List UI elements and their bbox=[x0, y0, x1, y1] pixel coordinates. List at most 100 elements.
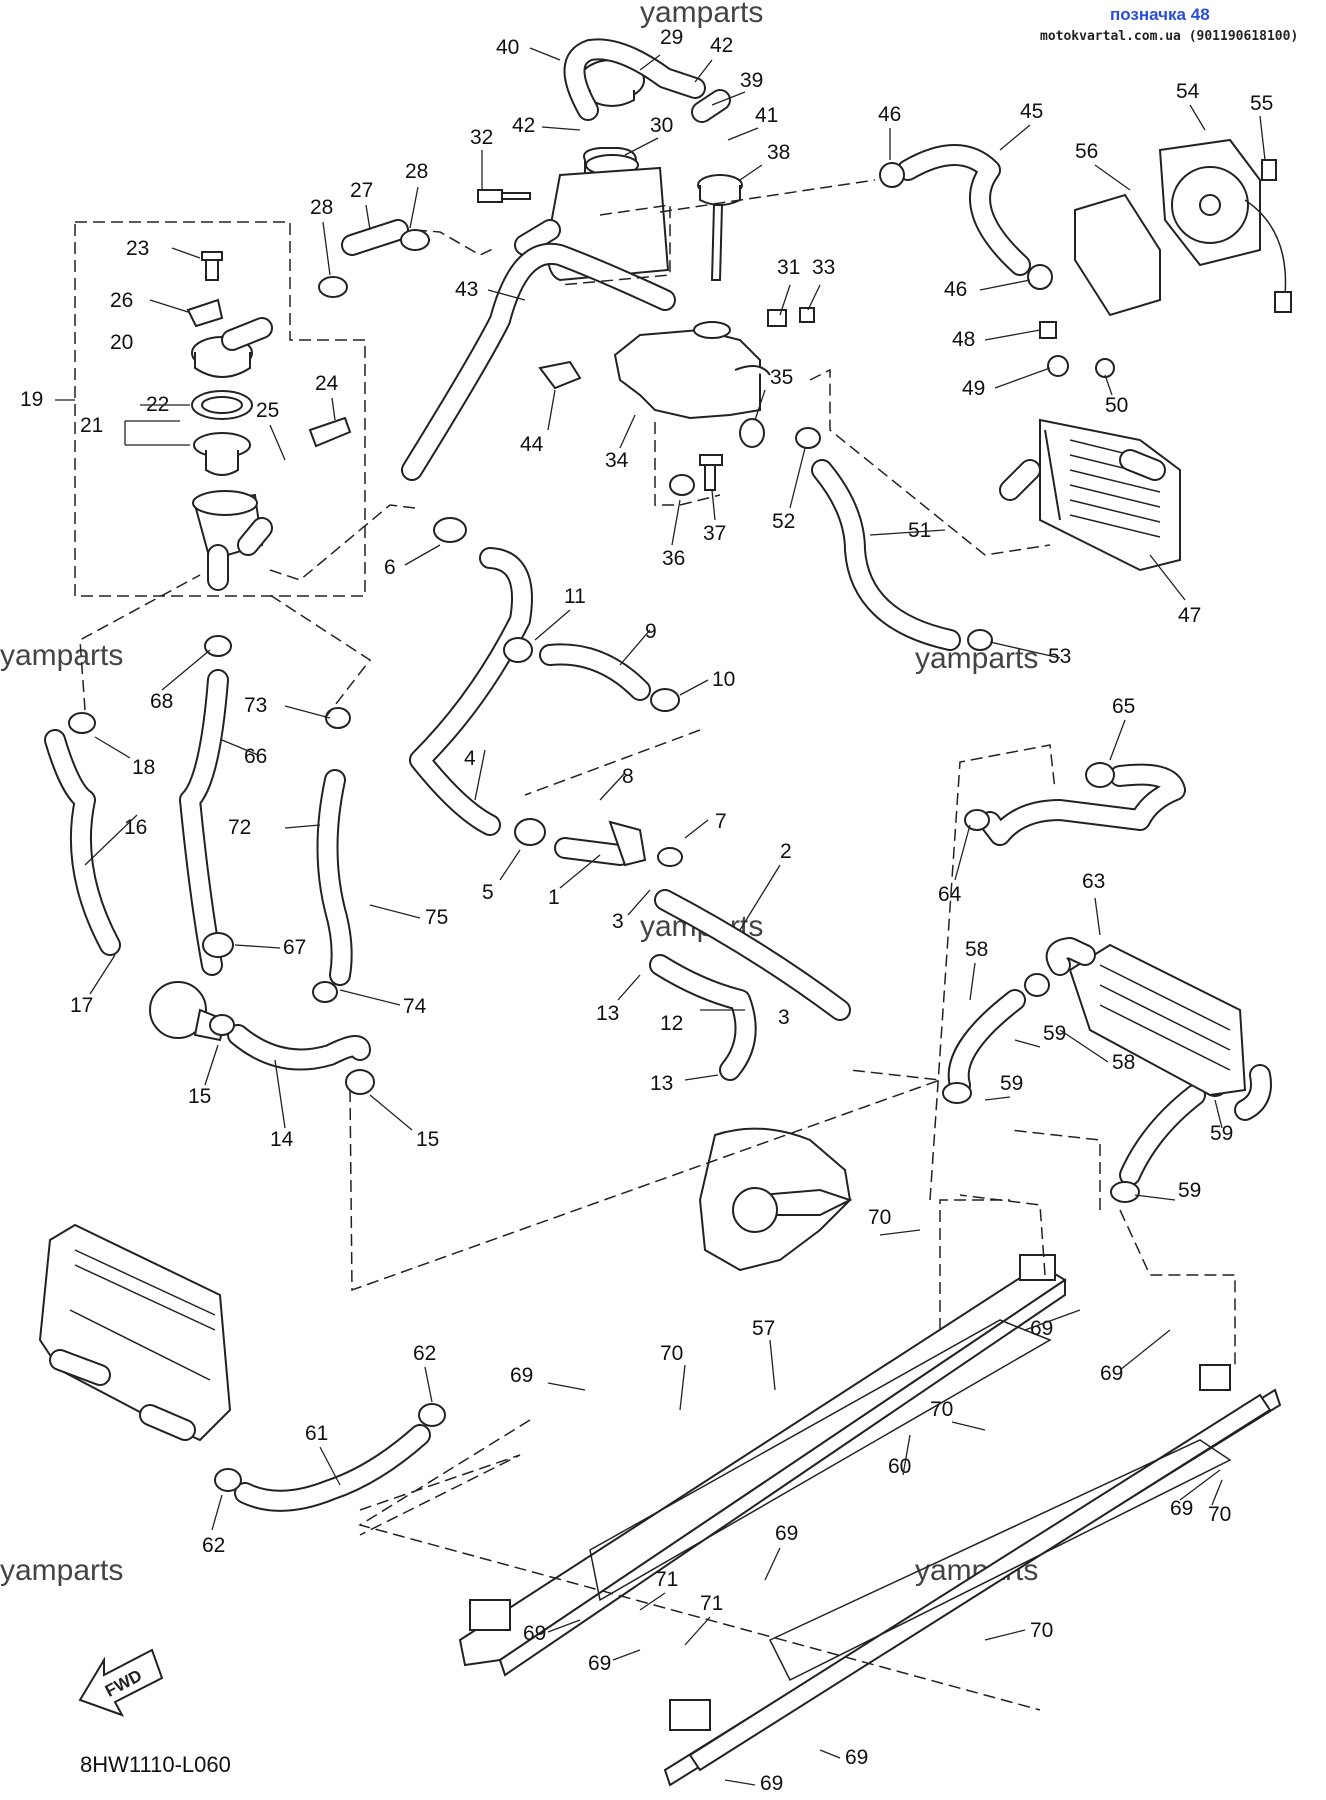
callout: 12 bbox=[660, 1012, 683, 1035]
fan-radiator-right bbox=[795, 138, 1292, 651]
callout: 11 bbox=[564, 585, 586, 608]
callout: 57 bbox=[752, 1317, 775, 1340]
callouts: 1 2 3 3 4 5 6 7 8 9 10 11 12 13 13 14 15… bbox=[20, 26, 1273, 1795]
callout: 64 bbox=[938, 883, 962, 906]
callout: 13 bbox=[650, 1072, 673, 1095]
thermostat-assembly bbox=[74, 221, 366, 597]
callout: 63 bbox=[1082, 870, 1105, 893]
callout: 15 bbox=[416, 1128, 439, 1151]
callout: 59 bbox=[1210, 1122, 1233, 1145]
callout: 9 bbox=[645, 620, 657, 643]
callout: 46 bbox=[944, 278, 967, 301]
fwd-arrow-icon bbox=[78, 1648, 164, 1717]
callout: 68 bbox=[150, 690, 173, 713]
callout: 59 bbox=[1178, 1179, 1201, 1202]
callout: 47 bbox=[1178, 604, 1201, 627]
callout: 48 bbox=[952, 328, 975, 351]
callout: 39 bbox=[740, 69, 763, 92]
callout: 24 bbox=[315, 372, 339, 395]
connection-lines bbox=[79, 179, 1236, 1711]
callout: 10 bbox=[712, 668, 735, 691]
diagram-code: 8HW1110-L060 bbox=[80, 1752, 231, 1777]
callout: 44 bbox=[520, 433, 544, 456]
callout: 70 bbox=[1030, 1619, 1053, 1642]
callout: 51 bbox=[908, 519, 931, 542]
callout: 69 bbox=[845, 1746, 868, 1769]
callout: 56 bbox=[1075, 140, 1098, 163]
callout: 33 bbox=[812, 256, 835, 279]
callout: 69 bbox=[775, 1522, 798, 1545]
callout: 70 bbox=[1208, 1503, 1231, 1526]
callout: 32 bbox=[470, 126, 493, 149]
callout: 36 bbox=[662, 547, 685, 570]
callout: 42 bbox=[710, 34, 733, 57]
callout: 20 bbox=[110, 331, 133, 354]
callout: 31 bbox=[777, 256, 800, 279]
bottom-pipes bbox=[458, 1254, 1282, 1787]
watermark: yamparts bbox=[0, 1554, 123, 1587]
callout: 62 bbox=[413, 1342, 436, 1365]
callout: 71 bbox=[655, 1568, 678, 1591]
callout: 18 bbox=[132, 756, 155, 779]
callout: 2 bbox=[780, 840, 792, 863]
callout: 8 bbox=[622, 765, 634, 788]
badge-site: motokvartal.com.ua (901190618100) bbox=[1040, 29, 1298, 44]
callout: 30 bbox=[650, 114, 673, 137]
callout: 69 bbox=[588, 1652, 611, 1675]
fwd-indicator: FWD bbox=[78, 1648, 164, 1717]
callout: 1 bbox=[548, 886, 560, 909]
callout: 69 bbox=[510, 1364, 533, 1387]
callout: 3 bbox=[778, 1006, 790, 1029]
callout: 52 bbox=[772, 510, 795, 533]
hoses-right bbox=[942, 762, 1272, 1203]
radiator-frame-left bbox=[38, 1223, 446, 1512]
callout: 60 bbox=[888, 1455, 911, 1478]
callout: 28 bbox=[405, 160, 428, 183]
callout: 50 bbox=[1105, 394, 1128, 417]
callout: 74 bbox=[403, 995, 427, 1018]
callout: 40 bbox=[496, 36, 519, 59]
callout: 70 bbox=[930, 1398, 953, 1421]
callout: 58 bbox=[1112, 1051, 1135, 1074]
callout: 29 bbox=[660, 26, 683, 49]
callout: 46 bbox=[878, 103, 901, 126]
callout: 61 bbox=[305, 1422, 328, 1445]
callout: 42 bbox=[512, 114, 535, 137]
callout: 26 bbox=[110, 289, 133, 312]
callout: 70 bbox=[868, 1206, 891, 1229]
callout: 35 bbox=[770, 366, 793, 389]
callout: 59 bbox=[1043, 1022, 1066, 1045]
callout: 67 bbox=[283, 936, 306, 959]
callout: 6 bbox=[384, 556, 396, 579]
callout: 58 bbox=[965, 938, 988, 961]
callout: 55 bbox=[1250, 92, 1273, 115]
upper-hose-27 bbox=[318, 219, 430, 298]
reservoir-top bbox=[477, 38, 743, 282]
callout: 69 bbox=[523, 1622, 546, 1645]
callout: 21 bbox=[80, 414, 103, 437]
callout: 5 bbox=[482, 881, 494, 904]
callout: 59 bbox=[1000, 1072, 1023, 1095]
callout: 43 bbox=[455, 278, 478, 301]
callout: 65 bbox=[1112, 695, 1135, 718]
watermark: yamparts bbox=[640, 0, 763, 29]
callout: 34 bbox=[605, 449, 629, 472]
callout: 7 bbox=[715, 810, 727, 833]
callout: 3 bbox=[612, 910, 624, 933]
callout: 25 bbox=[256, 399, 279, 422]
watermark: yamparts bbox=[0, 639, 123, 672]
callout: 69 bbox=[1030, 1317, 1053, 1340]
callout: 70 bbox=[660, 1342, 683, 1365]
leader-lines bbox=[55, 47, 1266, 1786]
callout: 23 bbox=[126, 237, 149, 260]
callout: 45 bbox=[1020, 100, 1043, 123]
callout: 13 bbox=[596, 1002, 619, 1025]
callout: 19 bbox=[20, 388, 43, 411]
callout: 54 bbox=[1176, 80, 1200, 103]
callout: 66 bbox=[244, 745, 267, 768]
callout: 16 bbox=[124, 816, 147, 839]
callout: 41 bbox=[755, 104, 778, 127]
badge-title: позначка 48 bbox=[1110, 5, 1210, 24]
callout: 4 bbox=[464, 747, 476, 770]
